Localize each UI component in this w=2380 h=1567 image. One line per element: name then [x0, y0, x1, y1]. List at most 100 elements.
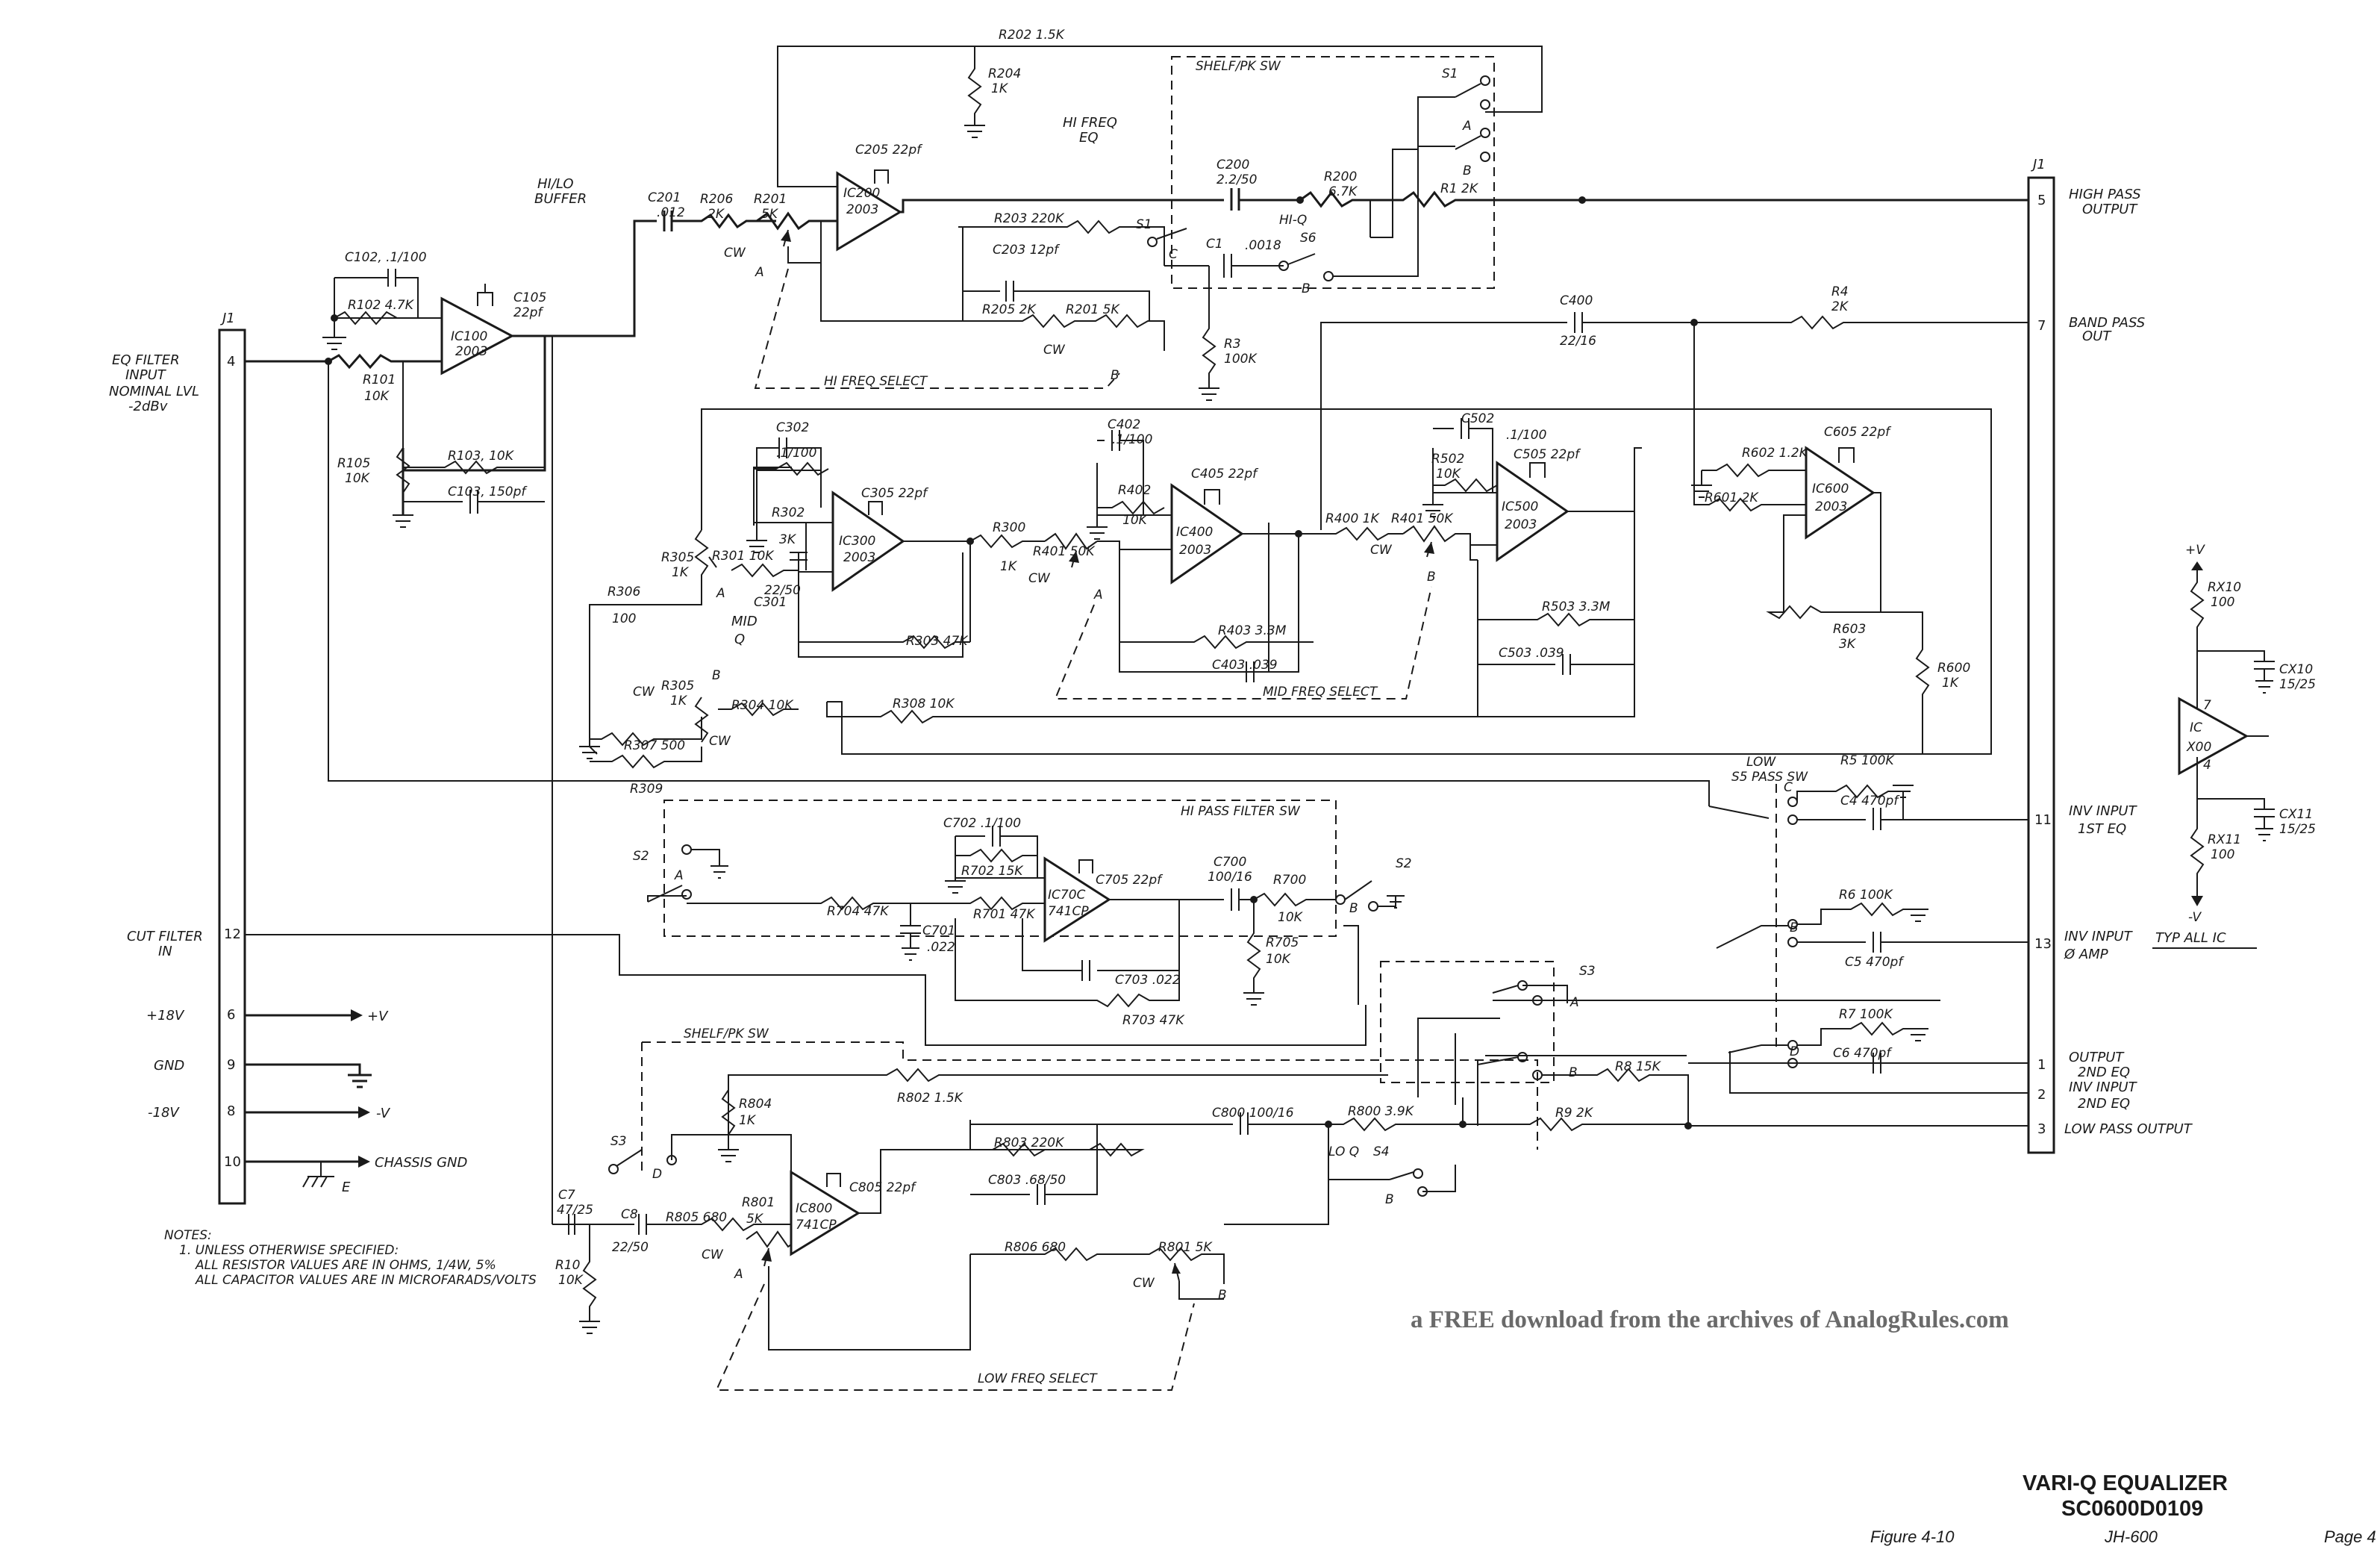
ic700-type: 741CP	[1048, 904, 1089, 919]
r8-ref: R8 15K	[1615, 1059, 1662, 1074]
r102-ref: R102 4.7K	[348, 298, 415, 313]
svg-text:B: B	[1218, 1288, 1227, 1303]
r101-ref: R101	[363, 373, 396, 387]
notes-line2: ALL RESISTOR VALUES ARE IN OHMS, 1/4W, 5…	[195, 1258, 496, 1273]
c701-ref: C701	[922, 923, 955, 938]
ic100-type: 2003	[455, 344, 487, 359]
r303-ref: R303 47K	[906, 634, 969, 649]
c305-ref: C305 22pf	[861, 486, 929, 501]
cx11-val: 15/25	[2279, 822, 2316, 837]
r700-ref: R700	[1273, 873, 1306, 888]
s6-ref: S6	[1300, 231, 1317, 246]
svg-text:CW: CW	[1043, 343, 1066, 358]
out2-label2: 2ND EQ	[2078, 1065, 2130, 1080]
c105-val: 22pf	[513, 305, 544, 320]
hi-freq-eq-label1: HI FREQ	[1063, 115, 1117, 131]
s1-ref: S1	[1442, 66, 1458, 81]
low-freq-select-label: LOW FREQ SELECT	[978, 1371, 1098, 1386]
connector-j1-right: J1 5 7 11 13 1 2 3 HIGH PASS OUTPUT BAND…	[2027, 157, 2257, 1154]
ic600-type: 2003	[1815, 499, 1847, 514]
s3b-ref: S3	[1579, 964, 1596, 979]
r101-val: 10K	[364, 389, 390, 404]
c701-val: .022	[927, 940, 955, 955]
r801-val: 5K	[746, 1212, 764, 1227]
notes-line1: 1. UNLESS OTHERWISE SPECIFIED:	[179, 1243, 399, 1258]
r305-val: 1K	[672, 565, 690, 580]
bp-out-label2: OUT	[2082, 328, 2112, 344]
ic300-type: 2003	[843, 550, 875, 565]
ic400-ref: IC400	[1176, 525, 1213, 540]
svg-text:CW: CW	[702, 1247, 724, 1262]
neg18-label: -18V	[148, 1105, 180, 1121]
svg-text:C: C	[1169, 247, 1178, 262]
r201b-ref: R201 5K	[1066, 302, 1120, 317]
icx00-ref: IC	[2190, 720, 2202, 735]
notes-line3: ALL CAPACITOR VALUES ARE IN MICROFARADS/…	[195, 1273, 537, 1288]
c102-ref: C102, .1/100	[345, 250, 427, 265]
c502-ref: C502	[1461, 411, 1494, 426]
icx00-type: X00	[2186, 740, 2211, 755]
figure-number: Figure 4-10	[1870, 1527, 1955, 1546]
svg-text:B: B	[1790, 920, 1799, 935]
r300-val: 1K	[1000, 559, 1018, 574]
r801b-ref: R801 5K	[1158, 1240, 1213, 1255]
drawing-title: VARI-Q EQUALIZER	[2023, 1471, 2228, 1495]
low-freq-stage: S3 A B R8 15K SHELF/PK SW S3 D R804 1K R…	[552, 336, 2028, 1351]
r105-ref: R105	[337, 456, 370, 471]
hi-lo-buffer-label2: BUFFER	[534, 191, 587, 207]
r701-ref: R701 47K	[973, 907, 1036, 922]
svg-text:A: A	[1462, 119, 1472, 134]
svg-text:B: B	[1349, 901, 1358, 916]
shelf-pk-top-label: SHELF/PK SW	[1196, 59, 1281, 74]
r3-ref: R3	[1224, 337, 1241, 352]
svg-text:A: A	[716, 586, 725, 601]
cx10-ref: CX10	[2279, 662, 2313, 677]
c7-val: 47/25	[557, 1203, 593, 1218]
r502-ref: R502	[1431, 452, 1464, 467]
ic200-ref: IC200	[843, 186, 880, 201]
watermark-text: a FREE download from the archives of Ana…	[1411, 1306, 2009, 1333]
inv0-label1: INV INPUT	[2064, 929, 2134, 944]
r206-ref: R206	[700, 192, 733, 207]
ic200-opamp	[836, 171, 902, 252]
inv1-label2: 1ST EQ	[2078, 821, 2126, 837]
connector-right-name: J1	[2031, 157, 2046, 172]
c105-ref: C105	[513, 290, 546, 305]
c502-val: .1/100	[1506, 428, 1546, 443]
chassis-gnd-label: CHASSIS GND	[375, 1155, 467, 1171]
rx10-val: 100	[2211, 595, 2234, 610]
rpin-1: 1	[2037, 1057, 2046, 1073]
c702-ref: C702 .1/100	[943, 816, 1021, 831]
rx10-ref: RX10	[2208, 580, 2241, 595]
r306-ref: R306	[608, 585, 640, 599]
rpin-11: 11	[2034, 812, 2052, 828]
ic500-type: 2003	[1505, 517, 1537, 532]
icx-pos-tag: +V	[2185, 543, 2205, 558]
svg-text:CW: CW	[1370, 543, 1393, 558]
c800-ref: C800 100/16	[1212, 1106, 1294, 1121]
ic500-ref: IC500	[1502, 499, 1538, 514]
rx11-val: 100	[2211, 847, 2234, 862]
ic500-stage: CW B R401 50K R503 3.3M C503 .039 IC500 …	[1370, 411, 1635, 717]
r603-val: 3K	[1839, 637, 1857, 652]
r704-ref: R704 47K	[827, 904, 890, 919]
svg-text:B: B	[1111, 368, 1119, 383]
r601-ref: R601 2K	[1705, 490, 1759, 505]
eq-filter-label: EQ FILTER	[112, 352, 180, 368]
ic600-opamp	[1805, 446, 1875, 540]
r6-ref: R6 100K	[1839, 888, 1893, 903]
c301-ref: C301	[754, 595, 787, 610]
c7-ref: C7	[558, 1188, 575, 1203]
ic100-ref: IC100	[451, 329, 487, 344]
rail-neg-tag: -V	[376, 1106, 391, 1121]
icx-neg-tag: -V	[2188, 910, 2202, 925]
r301-ref: R301 10K	[712, 549, 775, 564]
c402-ref: C402	[1108, 417, 1140, 432]
s2-ref: S2	[633, 849, 649, 864]
svg-text:B: B	[1302, 281, 1311, 296]
svg-text:A: A	[734, 1267, 743, 1282]
rpin-3: 3	[2037, 1121, 2046, 1137]
log-q-label: LO Q	[1328, 1144, 1359, 1159]
lp-out-label: LOW PASS OUTPUT	[2064, 1121, 2193, 1137]
